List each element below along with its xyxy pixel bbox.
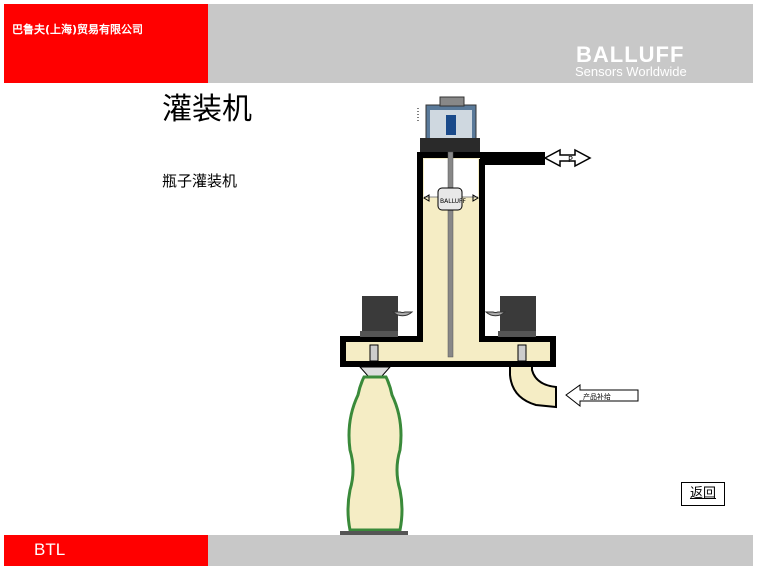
page-subtitle: 瓶子灌装机: [162, 172, 238, 190]
feed-pipe: [509, 361, 557, 409]
footer-label: BTL: [34, 540, 66, 559]
bottle-stand: [340, 531, 408, 537]
back-button[interactable]: 返回: [681, 482, 725, 506]
air-connector-icon: [543, 148, 592, 168]
bottle: [346, 375, 404, 532]
right-valve-icon: [484, 296, 536, 362]
sensor-rod: [447, 151, 454, 358]
page-title: 灌装机: [162, 92, 252, 127]
product-supply-arrow-icon: [565, 384, 639, 408]
product-supply-label: 产品补给: [583, 392, 611, 401]
filling-nozzle: [358, 366, 392, 377]
footer-red-block: BTL: [4, 535, 208, 566]
balluff-logo: BALLUFF: [576, 42, 685, 67]
brand-tagline: Sensors Worldwide: [575, 64, 687, 79]
float-magnet: [437, 187, 463, 211]
company-name: 巴鲁夫(上海)贸易有限公司: [12, 23, 144, 36]
header-gray-bar: [208, 4, 753, 83]
svg-text:P: P: [568, 155, 573, 164]
left-valve-icon: [360, 296, 414, 362]
svg-text:BALLUFF: BALLUFF: [440, 198, 466, 205]
header-red-block: 巴鲁夫(上海)贸易有限公司: [4, 4, 208, 83]
footer-gray-bar: [208, 535, 753, 566]
